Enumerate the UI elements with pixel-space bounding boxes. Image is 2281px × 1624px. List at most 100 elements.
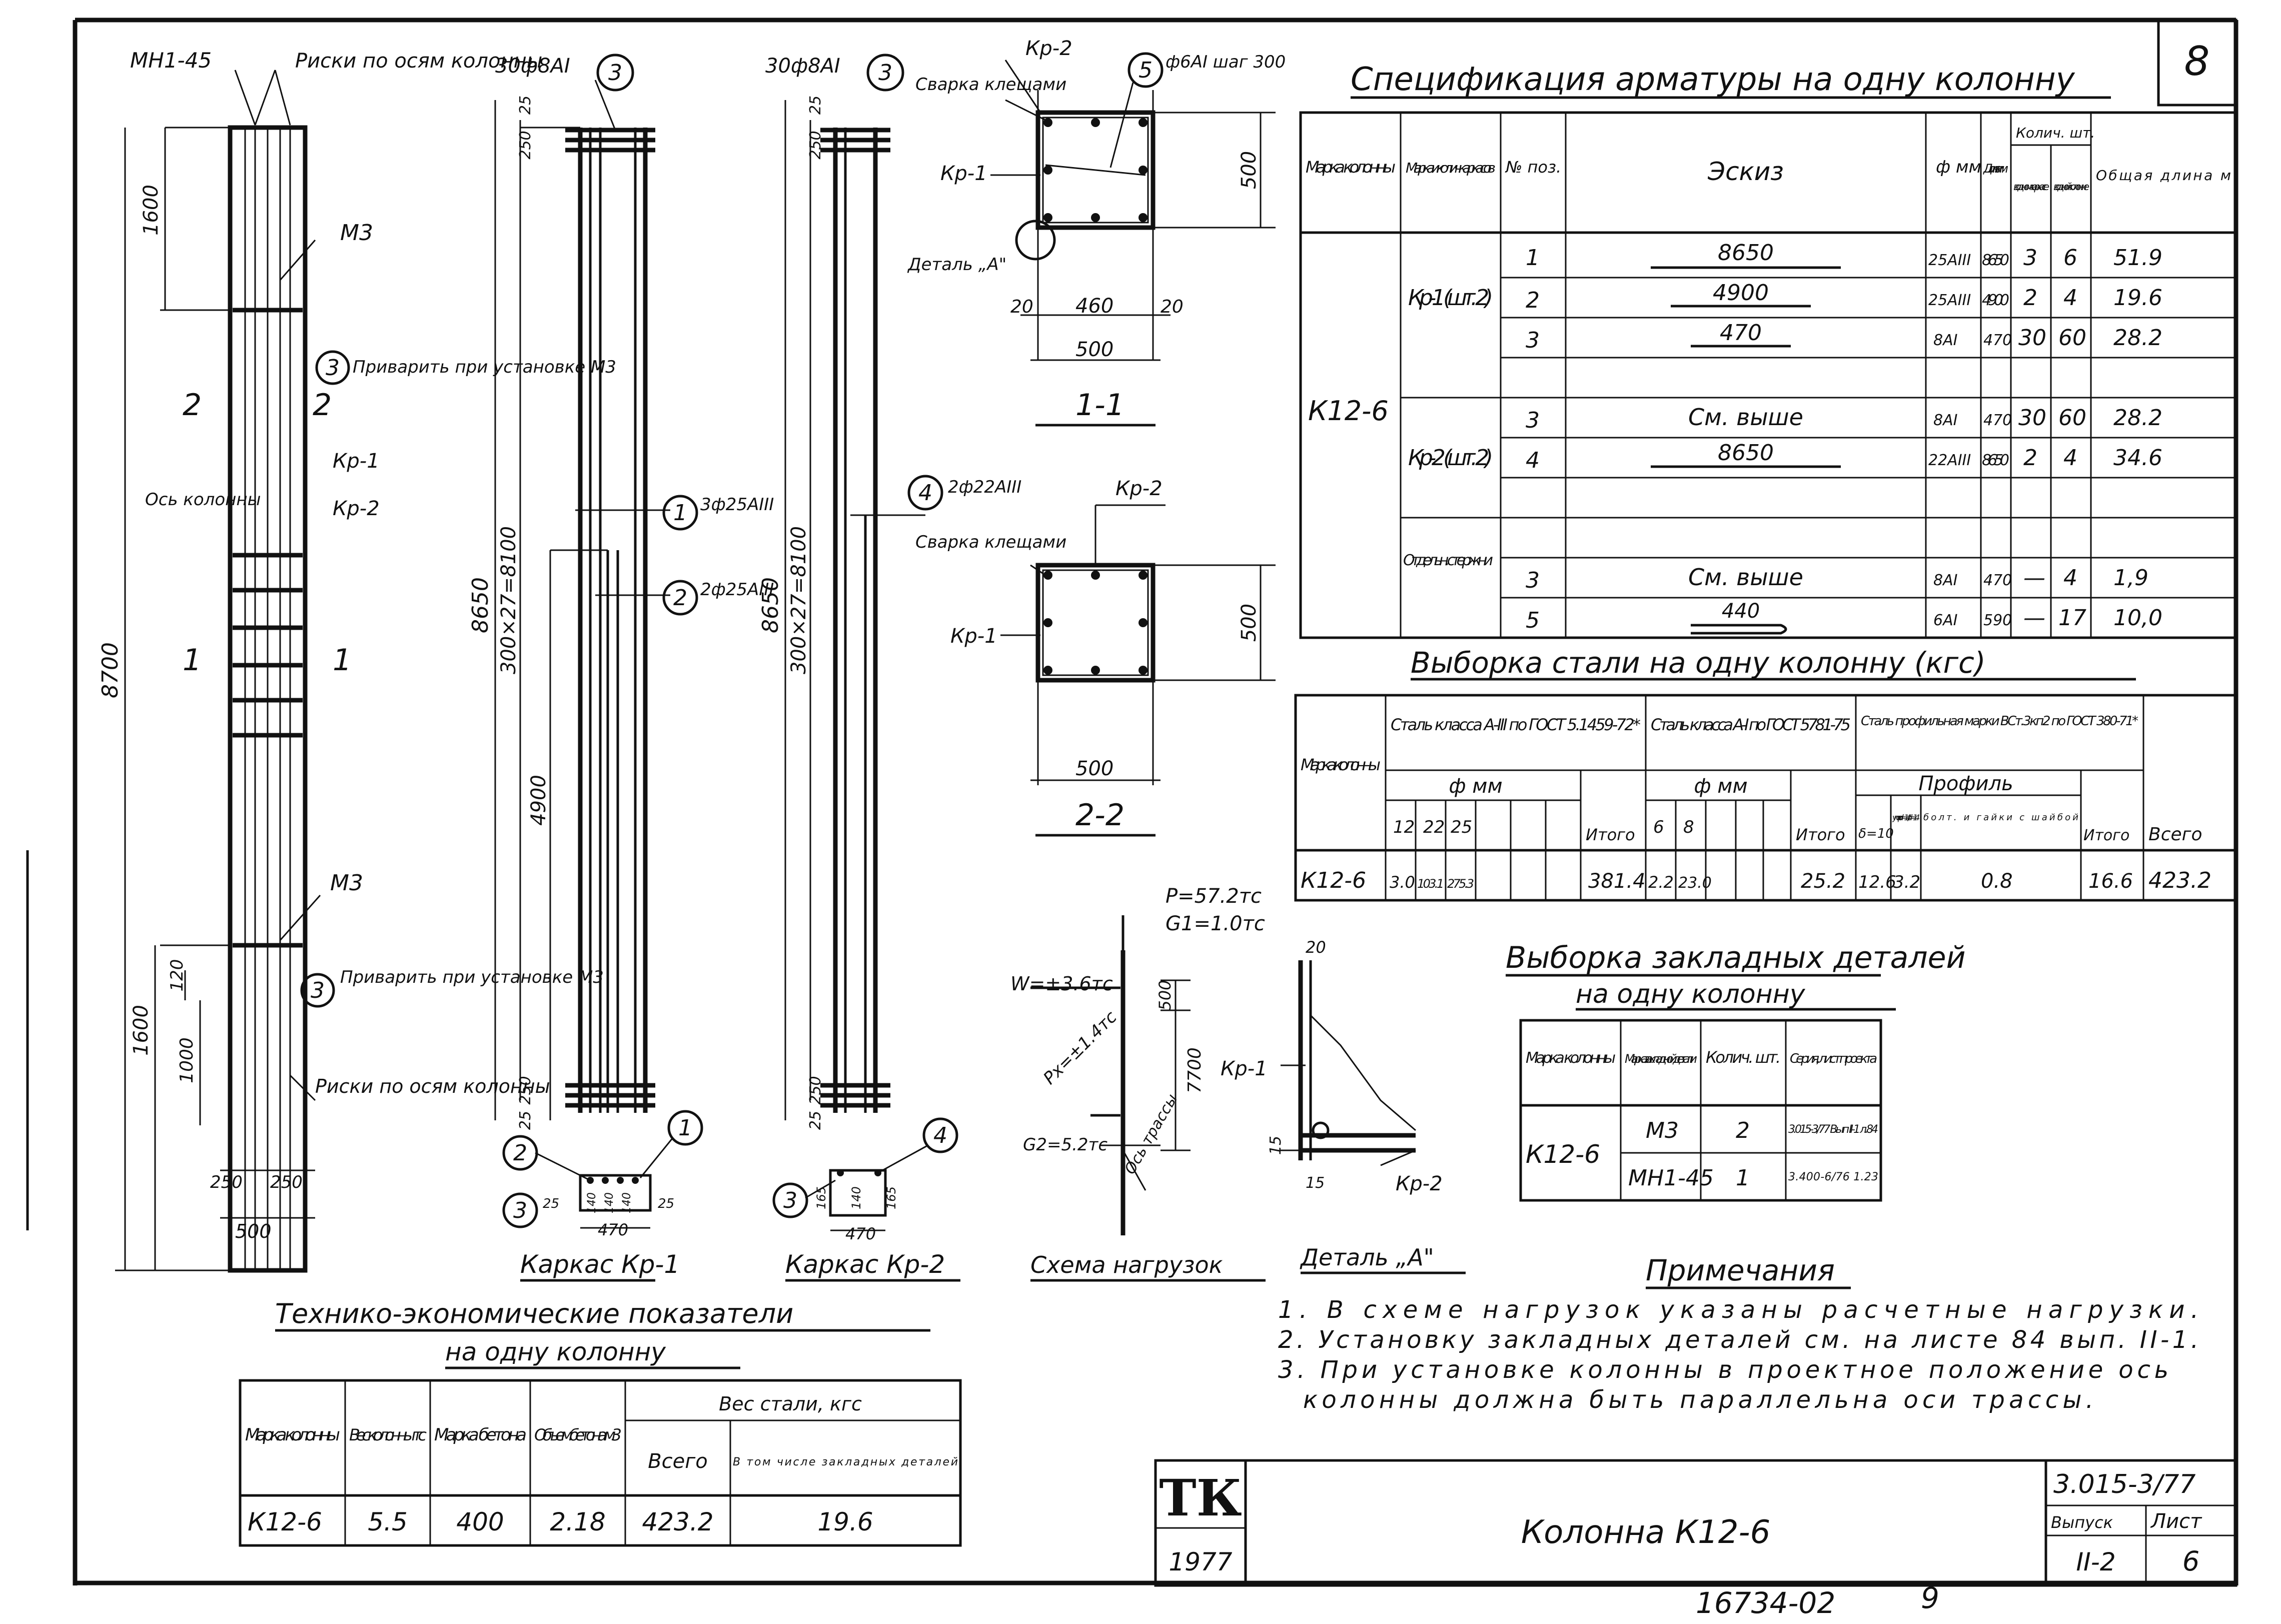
- kr2-dim-250-top: 250: [807, 131, 824, 159]
- spec-qc: 60: [2058, 325, 2086, 351]
- steel-h-t10: δ=10: [1858, 826, 1894, 841]
- note-line: 2. Установку закладных деталей см. на ли…: [1278, 1326, 2198, 1354]
- steel-row-p1: 12.6: [1858, 872, 1896, 892]
- spec-column: К12-6: [1308, 395, 1389, 427]
- tech-h-weight: Вес колонны тс: [349, 1425, 427, 1444]
- elev-sec2-right: 2: [313, 388, 332, 423]
- s22-title: 2-2: [1075, 798, 1124, 833]
- tech-title-1: Технико-экономические показатели: [275, 1298, 793, 1329]
- steel-h-prof: Сталь профильная марки ВСт.3кп2 по ГОСТ …: [1861, 714, 2138, 729]
- steel-row-all: 423.2: [2148, 868, 2211, 893]
- elev-m3-top: М3: [340, 220, 373, 246]
- steel-d8: 8: [1683, 817, 1694, 837]
- steel-h-vsego: Всего: [2148, 824, 2202, 845]
- s11-title: 1-1: [1075, 388, 1124, 423]
- kr2-sec-dim-3: 165: [884, 1186, 898, 1209]
- spec-h-total: Общая длина м: [2096, 167, 2231, 184]
- kr1-p1-bottom: 1: [678, 1115, 692, 1141]
- tech-title-2: на одну колонну: [445, 1337, 666, 1366]
- steel-h-a3: Сталь класса А-III по ГОСТ 5.1459-72*: [1391, 715, 1641, 734]
- spec-len: 4900: [1982, 292, 2009, 309]
- kr1-sec-dim-5: 25: [658, 1196, 674, 1211]
- steel-row-v22: 103.1: [1417, 877, 1444, 891]
- spec-len: 470: [1983, 332, 2012, 349]
- emb-row: М3 2 3.015-3/77 Вып II-1 л.84: [1646, 1118, 1878, 1143]
- tech-row-incl: 19.6: [817, 1507, 873, 1536]
- archive-suffix: 9: [1921, 1581, 1939, 1615]
- title-sheet-value: 6: [2182, 1545, 2199, 1577]
- tech-h-steel: Вес стали, кгс: [719, 1393, 862, 1415]
- spec-dia: 6АI: [1933, 612, 1958, 629]
- elev-dim-120: 120: [167, 959, 187, 992]
- spec-qc: 60: [2058, 405, 2086, 431]
- spec-sketch: 4900: [1713, 280, 1769, 306]
- tech-row: К12-6 5.5 400 2.18 423.2 19.6: [248, 1507, 873, 1536]
- spec-pos: 3: [1526, 328, 1540, 353]
- kr1-pos2-note: 2ф25АIII: [700, 580, 774, 600]
- elev-sec1-right: 1: [333, 643, 352, 678]
- emb-mark: МН1-45: [1628, 1165, 1714, 1191]
- spec-group-1: Кр-1 (шт. 2): [1408, 285, 1493, 311]
- spec-h-pos: № поз.: [1505, 158, 1561, 177]
- spec-h-frame-mark: Марка и колич. каркасов: [1406, 160, 1496, 176]
- kr2-dim-25-bottom: 25: [807, 1111, 824, 1130]
- embedded-table: Выборка закладных деталей на одну колонн…: [1506, 940, 1965, 1202]
- kr1-p1: 1: [673, 500, 687, 526]
- detail-dim-15b: 15: [1306, 1174, 1325, 1192]
- emb-series: 3.400-6/76 1.23: [1788, 1171, 1878, 1183]
- spec-table: Спецификация арматуры на одну колонну Ма…: [1299, 61, 2237, 639]
- elev-dim-1600-bottom: 1600: [130, 1005, 153, 1056]
- s11-kr2: Кр-2: [1025, 37, 1072, 60]
- elev-dim-250-right: 250: [270, 1172, 303, 1192]
- kr2-p3-bottom: 3: [783, 1188, 797, 1213]
- steel-row-v6: 2.2: [1648, 873, 1674, 892]
- spec-h-qty-frame: в одном каркасе: [2013, 181, 2049, 193]
- elev-kr2: Кр-2: [333, 497, 380, 520]
- note-line: колонны должна быть параллельна оси трас…: [1303, 1386, 2093, 1414]
- detail-title: Деталь „А": [1300, 1244, 1434, 1271]
- s22-weld: Сварка клещами: [915, 532, 1066, 552]
- detail-dim-15a: 15: [1267, 1136, 1285, 1155]
- spec-sketch: См. выше: [1688, 564, 1803, 591]
- s11-dim-500h: 500: [1075, 338, 1113, 361]
- elev-sec1-left: 1: [183, 643, 202, 678]
- steel-row-it3: 16.6: [2088, 870, 2133, 893]
- load-g1: G1=1.0тс: [1166, 912, 1265, 935]
- spec-len: 470: [1983, 412, 2012, 429]
- spec-dia: 25АIII: [1928, 292, 1971, 309]
- kr2-dim-250-bottom: 250: [807, 1076, 824, 1104]
- spec-dia: 8АI: [1933, 412, 1958, 429]
- s11-dim-20a: 20: [1010, 297, 1033, 317]
- s22-kr2: Кр-2: [1115, 477, 1163, 500]
- s22-dim-500h: 500: [1075, 757, 1113, 780]
- steel-title: Выборка стали на одну колонну (кгс): [1411, 646, 1986, 680]
- load-axis: Ось трассы: [1121, 1091, 1182, 1177]
- s22-dim-500v: 500: [1238, 604, 1261, 642]
- s11-dim-20b: 20: [1161, 297, 1184, 317]
- kr1-dim-8650: 8650: [468, 577, 493, 633]
- elev-axis-label: Ось колонны: [145, 490, 261, 510]
- tk-logo: ТК: [1159, 1468, 1242, 1527]
- load-title: Схема нагрузок: [1030, 1251, 1223, 1278]
- s11-dim-500v: 500: [1238, 151, 1261, 189]
- spec-qf: —: [2023, 605, 2045, 631]
- steel-h-bolt: болт. и гайки с шайбой: [1923, 812, 2078, 823]
- kr2-dim-25-top: 25: [807, 96, 824, 115]
- load-dim-500: 500: [1156, 980, 1175, 1010]
- emb-h-col: Марка колонны: [1526, 1049, 1616, 1067]
- spec-pos: 4: [1526, 448, 1540, 473]
- steel-row-it2: 25.2: [1801, 870, 1845, 893]
- spec-qf: 2: [2023, 445, 2037, 471]
- spec-len: 590: [1983, 612, 2012, 629]
- spec-h-len: Длина мм: [1983, 162, 2008, 176]
- kr1-title: Каркас Кр-1: [520, 1250, 680, 1279]
- steel-d22: 22: [1423, 817, 1445, 837]
- kr2-dim-8650: 8650: [758, 577, 783, 633]
- spec-qf: —: [2023, 565, 2045, 591]
- elev-risk-top: Риски по осям колонны: [295, 50, 542, 73]
- spec-dia: 22АIII: [1928, 452, 1971, 469]
- steel-h-a1: Сталь класса А-I по ГОСТ 5781-75: [1651, 715, 1851, 734]
- spec-row: 5 440 6АI 590 — 17 10,0: [1526, 600, 2162, 635]
- spec-sketch: См. выше: [1688, 404, 1803, 431]
- steel-d25: 25: [1451, 817, 1472, 837]
